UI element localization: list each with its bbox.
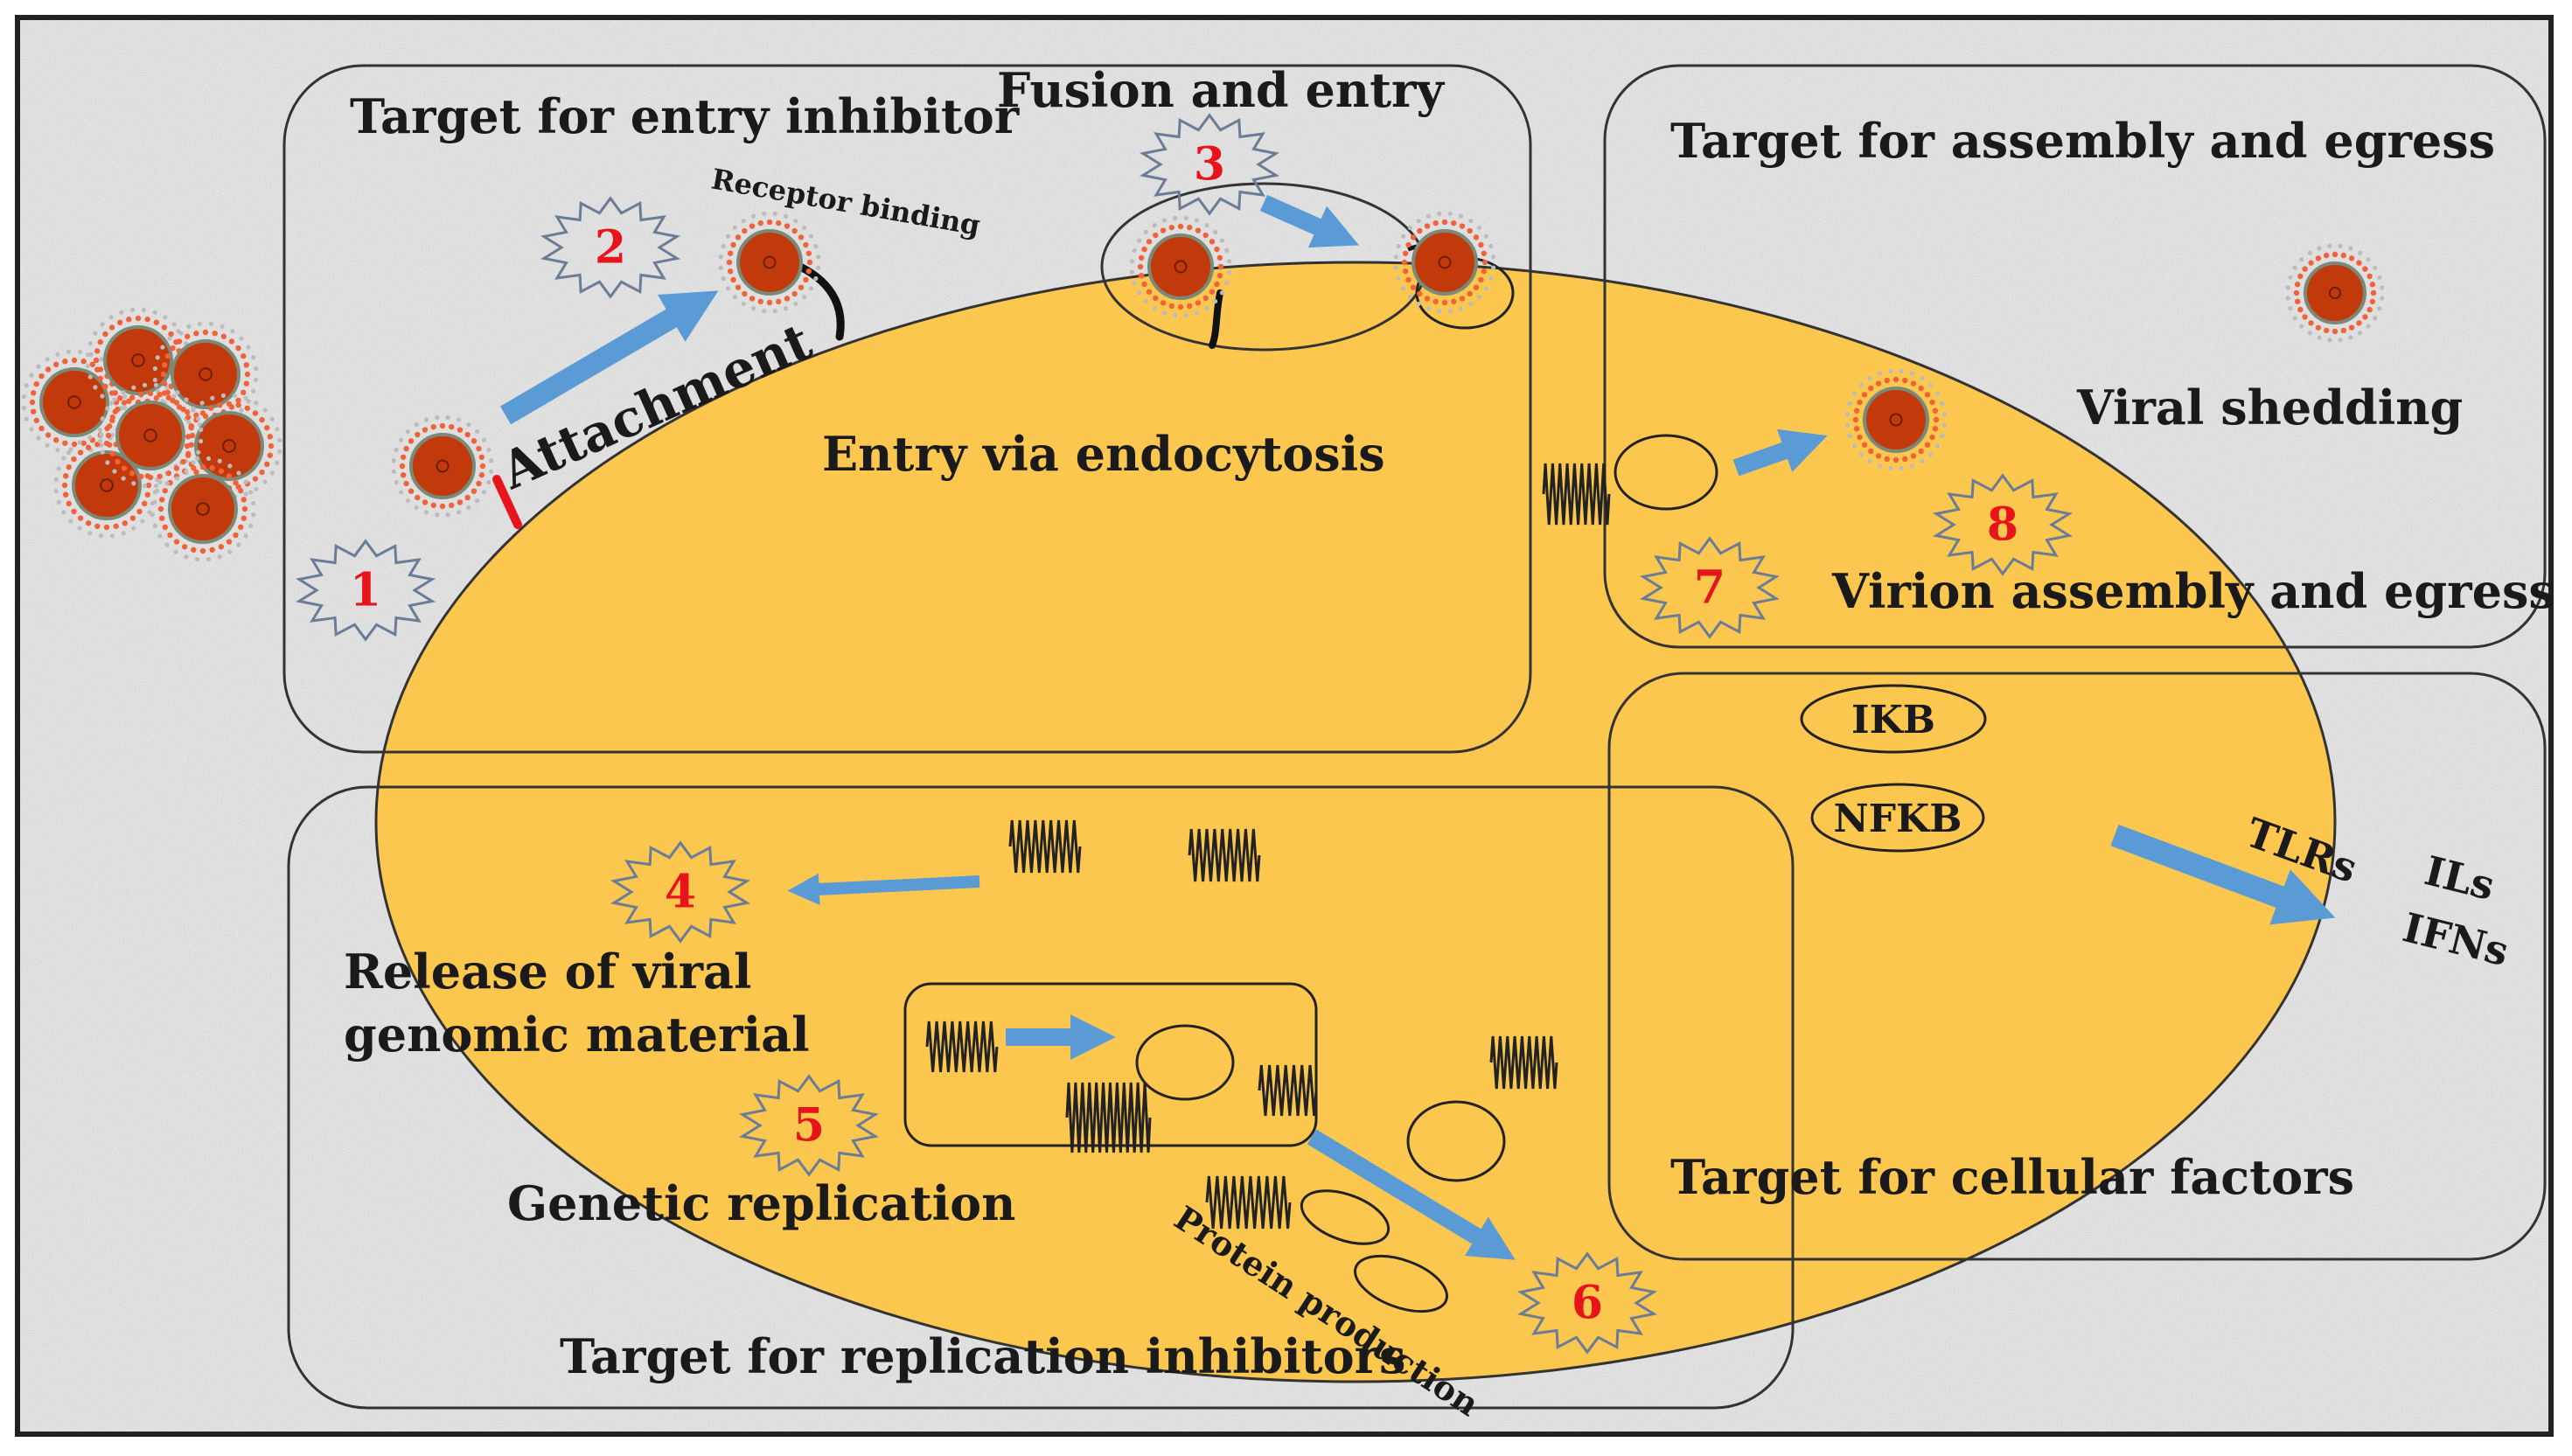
virus-particles xyxy=(21,211,2385,562)
starburst-icon xyxy=(610,840,751,944)
tlr-signaling-arrow xyxy=(2110,824,2336,925)
virion-assembly-label: Virion assembly and egress xyxy=(1831,563,2555,619)
rna-strand-replication-in xyxy=(925,1021,999,1073)
rna-strand-egress xyxy=(1542,463,1611,526)
host-cell xyxy=(374,261,2337,1383)
step-marker-3: 3 xyxy=(1139,113,1280,216)
protein-oval-2 xyxy=(1353,1254,1449,1313)
step-number: 1 xyxy=(350,564,381,617)
rna-strand-protein xyxy=(1205,1175,1292,1230)
starburst-icon xyxy=(1516,1251,1658,1355)
step-marker-7: 7 xyxy=(1639,536,1781,639)
outer-frame xyxy=(15,15,2554,1437)
step-number: 2 xyxy=(595,221,626,275)
starburst-icon xyxy=(540,196,681,299)
cellular-factors-zone xyxy=(1607,672,2547,1261)
step-number: 5 xyxy=(793,1099,825,1153)
virus-cluster-particle xyxy=(150,456,256,562)
rna-strand-replication-out xyxy=(1258,1064,1318,1117)
zone-title-assembly: Target for assembly and egress xyxy=(1670,113,2495,169)
replication-vesicle xyxy=(1135,1024,1235,1101)
step-number: 4 xyxy=(665,866,696,919)
budding-vesicle xyxy=(1614,434,1718,511)
step-marker-6: 6 xyxy=(1516,1251,1658,1355)
zone-title-replication: Target for replication inhibitors xyxy=(560,1328,1405,1384)
attachment-arrow xyxy=(499,290,719,425)
nfkb-complex xyxy=(1810,783,1985,853)
release-label-line2: genomic material xyxy=(344,1007,810,1062)
virus-attaching xyxy=(391,415,494,518)
virus-shed xyxy=(2285,243,2385,343)
endocytosis-label: Entry via endocytosis xyxy=(822,426,1385,482)
nfkb-label: NFKB xyxy=(1834,797,1962,841)
replication-inhibitor-zone xyxy=(287,785,1795,1410)
starburst-icon xyxy=(1139,113,1280,216)
step-number: 6 xyxy=(1572,1277,1603,1330)
virus-assembled xyxy=(1844,368,1948,471)
rna-strand-replication-cluster xyxy=(1065,1082,1152,1153)
starburst-icon xyxy=(1639,536,1781,639)
zone-title-cellular: Target for cellular factors xyxy=(1670,1149,2354,1205)
entry-inhibitor-zone xyxy=(282,64,1532,754)
ikb-complex xyxy=(1800,684,1987,754)
step-number: 7 xyxy=(1694,561,1725,615)
release-arrow xyxy=(787,873,980,906)
assembly-arrow xyxy=(1732,428,1828,477)
virus-cluster-particle xyxy=(97,382,204,489)
step-marker-1: 1 xyxy=(295,539,436,642)
release-label-line1: Release of viral xyxy=(344,944,752,1000)
step-number: 3 xyxy=(1194,138,1225,192)
genetic-replication-label: Genetic replication xyxy=(507,1175,1015,1231)
rna-strands xyxy=(925,463,1611,1230)
step-marker-4: 4 xyxy=(610,840,751,944)
receptor-vesicle-stalk xyxy=(1209,289,1223,349)
protein-oval-1 xyxy=(1300,1189,1391,1245)
rna-strand-release-2 xyxy=(1188,828,1261,882)
fusion-entry-label: Fusion and entry xyxy=(997,62,1445,118)
zone-title-entry: Target for entry inhibitor xyxy=(350,88,1020,144)
rna-strand-release-1 xyxy=(1008,819,1082,874)
virus-cluster-particle xyxy=(152,321,259,428)
viral-shedding-label: Viral shedding xyxy=(2076,380,2463,435)
cytoplasmic-vesicle xyxy=(1406,1100,1506,1182)
step-number: 8 xyxy=(1987,498,2018,552)
rna-strand-cytoplasm xyxy=(1489,1035,1558,1090)
starburst-icon xyxy=(1932,473,2074,576)
starburst-icon xyxy=(295,539,436,642)
step-marker-5: 5 xyxy=(738,1074,880,1177)
step-marker-2: 2 xyxy=(540,196,681,299)
step-marker-8: 8 xyxy=(1932,473,2074,576)
virus-fusing xyxy=(1393,211,1496,314)
protein-arrow xyxy=(1307,1129,1516,1260)
replication-complex-box xyxy=(903,982,1318,1147)
receptor-red-marker xyxy=(492,475,522,529)
ikb-label: IKB xyxy=(1851,698,1935,742)
virus-receptor-bound xyxy=(718,211,821,314)
step-markers: 1 2 3 4 5 6 7 8 xyxy=(295,113,2074,1355)
fusion-arrow xyxy=(1259,194,1360,248)
virus-in-vesicle xyxy=(1129,215,1232,318)
starburst-icon xyxy=(738,1074,880,1177)
assembly-egress-zone xyxy=(1603,64,2547,649)
